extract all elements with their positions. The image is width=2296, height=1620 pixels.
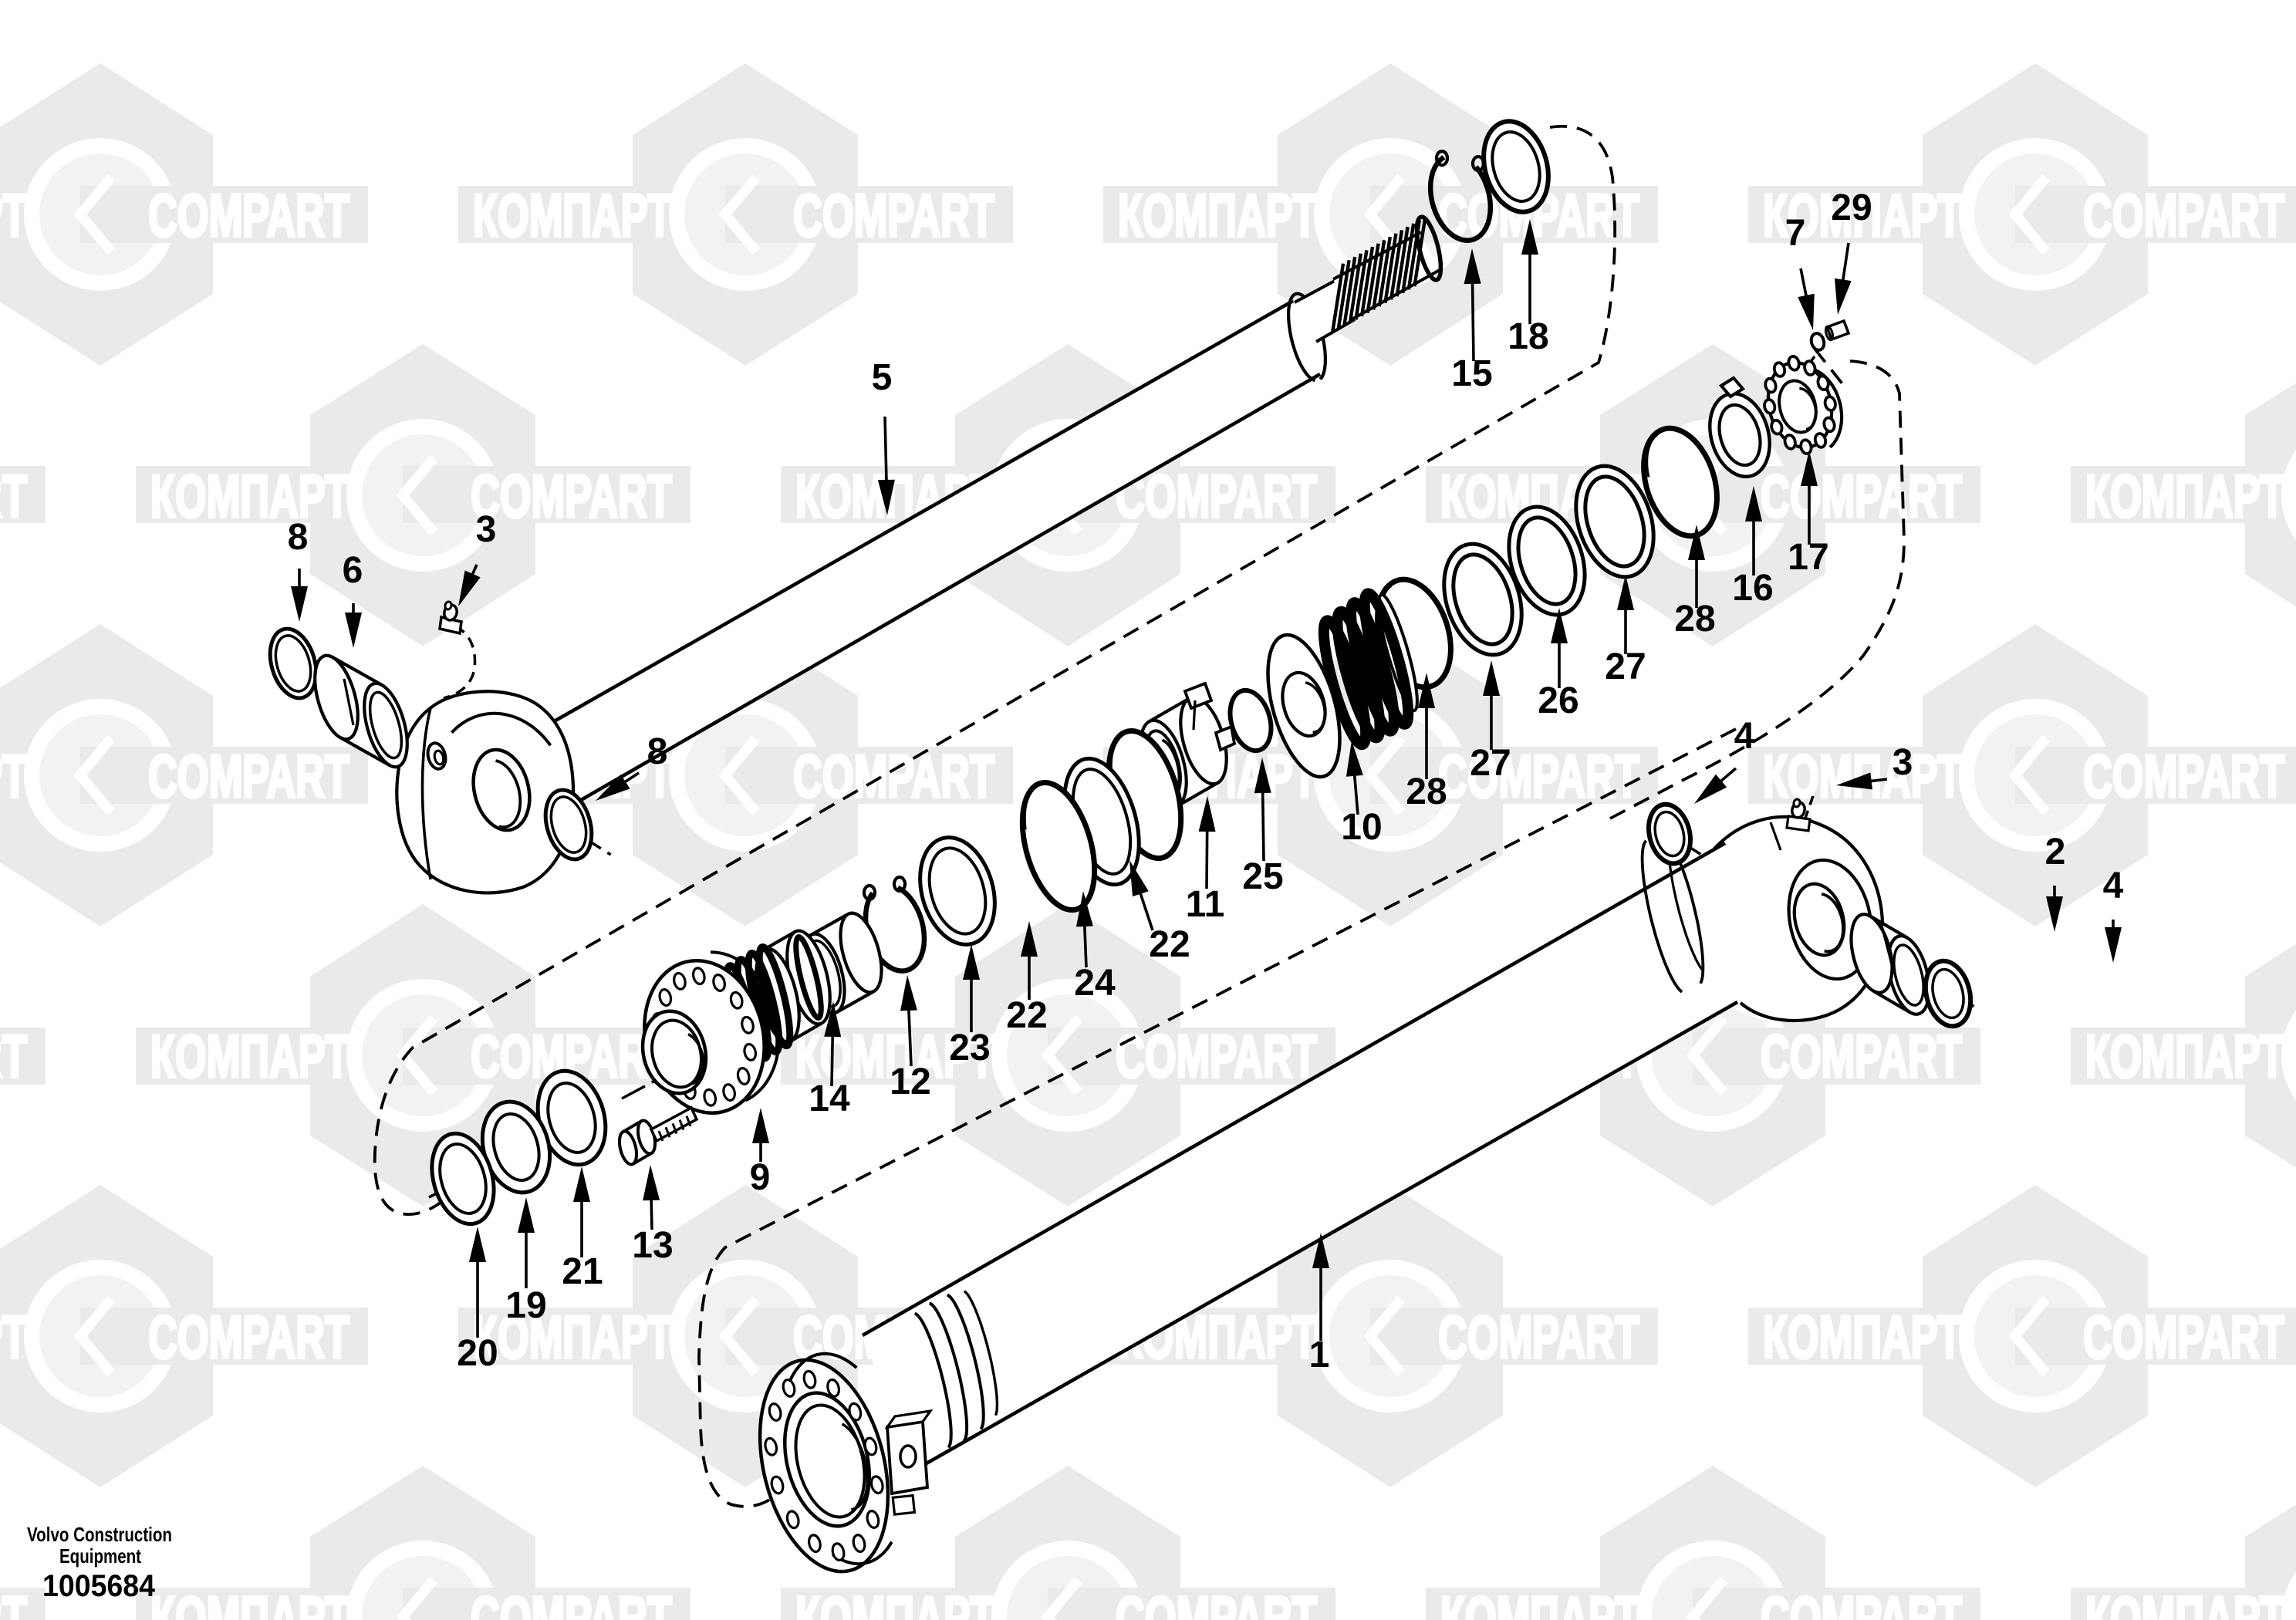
- svg-text:8: 8: [288, 517, 309, 558]
- svg-text:28: 28: [1674, 599, 1715, 640]
- svg-text:COMPART: COMPART: [471, 1584, 672, 1620]
- svg-text:20: 20: [457, 1333, 498, 1374]
- svg-text:11: 11: [1186, 884, 1225, 925]
- svg-text:КОМПАРТ: КОМПАРТ: [0, 181, 27, 249]
- svg-text:КОМПАРТ: КОМПАРТ: [2085, 462, 2284, 530]
- svg-text:Equipment: Equipment: [59, 1544, 141, 1568]
- svg-text:COMPART: COMPART: [2083, 181, 2284, 249]
- svg-text:COMPART: COMPART: [1438, 1303, 1639, 1371]
- svg-text:COMPART: COMPART: [1116, 1584, 1317, 1620]
- svg-text:КОМПАРТ: КОМПАРТ: [1763, 1303, 1962, 1371]
- svg-text:19: 19: [505, 1285, 546, 1326]
- svg-text:COMPART: COMPART: [793, 742, 994, 810]
- svg-text:9: 9: [750, 1157, 771, 1198]
- svg-text:COMPART: COMPART: [0, 1022, 27, 1090]
- svg-text:12: 12: [890, 1061, 930, 1102]
- svg-text:COMPART: COMPART: [1438, 742, 1639, 810]
- svg-text:COMPART: COMPART: [148, 1303, 349, 1371]
- svg-text:7: 7: [1785, 213, 1806, 254]
- svg-text:21: 21: [562, 1251, 603, 1292]
- svg-text:COMPART: COMPART: [2083, 742, 2284, 810]
- svg-text:4: 4: [2103, 866, 2124, 906]
- svg-text:COMPART: COMPART: [0, 1584, 27, 1620]
- svg-text:КОМПАРТ: КОМПАРТ: [473, 1303, 672, 1371]
- svg-text:3: 3: [1893, 742, 1913, 783]
- svg-text:КОМПАРТ: КОМПАРТ: [473, 181, 672, 249]
- svg-text:COMPART: COMPART: [793, 181, 994, 249]
- svg-text:22: 22: [1006, 995, 1047, 1036]
- svg-text:4: 4: [1734, 716, 1755, 757]
- svg-text:COMPART: COMPART: [1116, 1022, 1317, 1090]
- svg-text:КОМПАРТ: КОМПАРТ: [150, 1022, 349, 1090]
- svg-text:18: 18: [1508, 316, 1548, 357]
- svg-text:29: 29: [1831, 187, 1872, 228]
- svg-text:COMPART: COMPART: [0, 462, 27, 530]
- svg-text:КОМПАРТ: КОМПАРТ: [150, 462, 349, 530]
- svg-text:COMPART: COMPART: [1116, 462, 1317, 530]
- svg-text:14: 14: [809, 1078, 850, 1119]
- svg-text:КОМПАРТ: КОМПАРТ: [795, 1584, 994, 1620]
- svg-text:КОМПАРТ: КОМПАРТ: [1763, 181, 1962, 249]
- svg-text:КОМПАРТ: КОМПАРТ: [2085, 1584, 2284, 1620]
- svg-text:2: 2: [2045, 832, 2066, 872]
- svg-text:COMPART: COMPART: [1761, 462, 1962, 530]
- svg-text:КОМПАРТ: КОМПАРТ: [0, 1303, 27, 1371]
- svg-text:COMPART: COMPART: [471, 462, 672, 530]
- svg-text:1005684: 1005684: [42, 1569, 156, 1603]
- svg-text:24: 24: [1074, 963, 1116, 1004]
- svg-text:10: 10: [1341, 807, 1382, 848]
- svg-text:23: 23: [949, 1028, 990, 1068]
- svg-text:22: 22: [1149, 924, 1190, 965]
- svg-text:15: 15: [1451, 353, 1492, 394]
- svg-text:3: 3: [476, 509, 497, 550]
- svg-text:COMPART: COMPART: [1761, 1584, 1962, 1620]
- svg-text:COMPART: COMPART: [2083, 1303, 2284, 1371]
- svg-text:КОМПАРТ: КОМПАРТ: [1118, 181, 1317, 249]
- svg-text:8: 8: [647, 731, 668, 772]
- svg-text:Volvo Construction: Volvo Construction: [27, 1523, 172, 1546]
- svg-text:КОМПАРТ: КОМПАРТ: [0, 742, 27, 810]
- svg-text:25: 25: [1242, 856, 1283, 897]
- svg-text:КОМПАРТ: КОМПАРТ: [150, 1584, 349, 1620]
- svg-text:КОМПАРТ: КОМПАРТ: [1440, 1584, 1639, 1620]
- svg-text:5: 5: [872, 357, 893, 398]
- svg-text:1: 1: [1309, 1335, 1330, 1375]
- svg-text:КОМПАРТ: КОМПАРТ: [2085, 1022, 2284, 1090]
- svg-text:COMPART: COMPART: [1761, 1022, 1962, 1090]
- svg-text:COMPART: COMPART: [148, 742, 349, 810]
- svg-text:13: 13: [632, 1225, 673, 1266]
- svg-text:COMPART: COMPART: [148, 181, 349, 249]
- svg-text:6: 6: [343, 550, 363, 591]
